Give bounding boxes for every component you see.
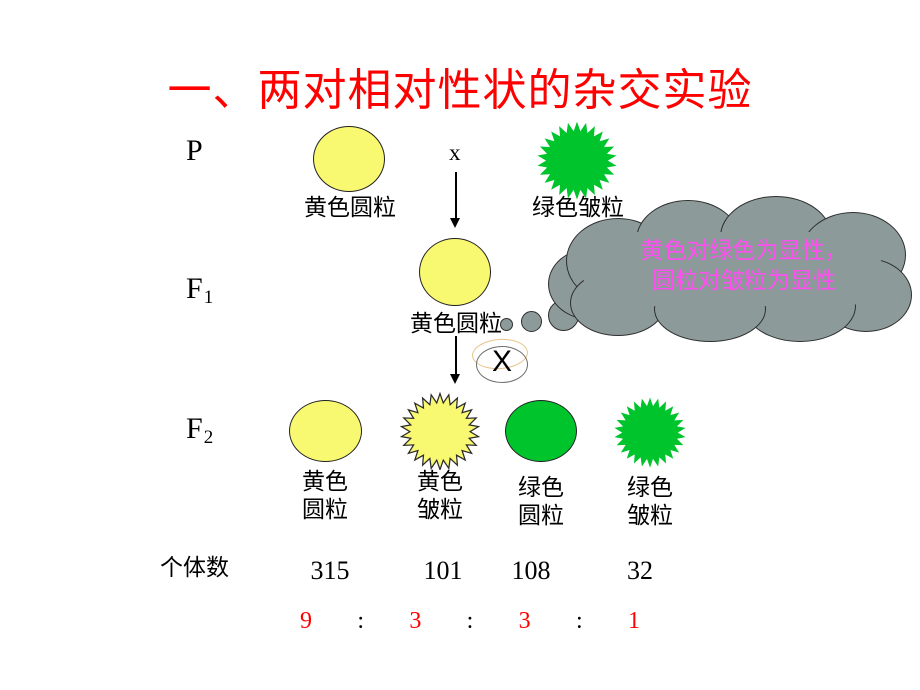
f2-caption-3-line2: 圆粒 <box>518 503 564 528</box>
ratio-separator-3: : <box>575 608 583 634</box>
generation-label-f2-subscript: 2 <box>203 427 214 448</box>
generation-label-f2: F2 <box>186 412 214 450</box>
f2-caption-2: 黄色 皱粒 <box>380 468 500 524</box>
generation-label-f1: F1 <box>186 272 214 310</box>
f2-shape-yellow-round <box>289 400 362 462</box>
f1-caption: 黄色圆粒 <box>410 311 502 336</box>
generation-label-f1-letter: F <box>186 272 203 305</box>
ratio-separator-2: : <box>466 608 474 634</box>
generation-label-f1-subscript: 1 <box>203 287 214 308</box>
f2-shape-green-round <box>505 400 577 462</box>
f2-caption-3: 绿色 圆粒 <box>481 474 601 530</box>
cross-symbol-p: x <box>449 140 461 165</box>
f1-yellow-round-shape <box>419 238 491 306</box>
f2-caption-3-line1: 绿色 <box>518 475 564 500</box>
p-parent-green-wrinkled-shape <box>536 120 618 200</box>
ratio-value-2: 3 <box>409 608 422 634</box>
generation-label-p: P <box>186 134 203 167</box>
individual-count-label: 个体数 <box>160 555 229 580</box>
f2-caption-1-line1: 黄色 <box>302 469 348 494</box>
self-cross-x-letter: X <box>491 345 512 378</box>
page-title: 一、两对相对性状的杂交实验 <box>167 66 753 115</box>
generation-label-f2-letter: F <box>186 412 203 445</box>
count-value-1: 315 <box>310 556 350 585</box>
self-cross-symbol: X <box>470 337 536 385</box>
ratio-value-4: 1 <box>627 608 640 634</box>
ratio-separator-1: : <box>357 608 364 634</box>
thought-bubble: 黄色对绿色为显性， 圆粒对皱粒为显性 <box>548 196 912 342</box>
ratio-value-3: 3 <box>518 608 531 634</box>
f2-shape-yellow-wrinkled <box>399 391 481 472</box>
arrow-f1-to-f2-head <box>450 374 460 384</box>
count-value-2: 101 <box>423 556 463 585</box>
ratio-row: 9 : 3 : 3 : 1 <box>300 608 640 635</box>
f2-caption-2-line1: 黄色 <box>417 469 463 494</box>
self-cross-oval-gray <box>476 346 528 383</box>
f2-caption-1-line2: 圆粒 <box>302 497 348 522</box>
p-parent-right-caption: 绿色皱粒 <box>532 195 624 220</box>
f2-caption-4-line2: 皱粒 <box>627 503 673 528</box>
f2-caption-2-line2: 皱粒 <box>417 497 463 522</box>
f2-shape-green-wrinkled <box>612 396 688 468</box>
arrow-p-to-f1-head <box>450 218 460 228</box>
arrow-p-to-f1-line <box>455 172 457 222</box>
ratio-value-1: 9 <box>300 608 312 634</box>
thought-bubble-text: 黄色对绿色为显性， 圆粒对皱粒为显性 <box>594 236 894 296</box>
thought-bubble-line-2: 圆粒对皱粒为显性 <box>652 268 836 293</box>
p-parent-yellow-round-shape <box>313 126 385 192</box>
arrow-f1-to-f2-line <box>455 336 457 378</box>
thought-bubble-line-1: 黄色对绿色为显性， <box>640 238 848 263</box>
f2-caption-4-line1: 绿色 <box>627 475 673 500</box>
count-value-4: 32 <box>627 556 653 585</box>
thought-bubble-dot-small <box>500 318 513 331</box>
f2-caption-1: 黄色 圆粒 <box>265 468 385 524</box>
bubble-inner-fill <box>582 232 882 306</box>
count-value-3: 108 <box>511 556 551 585</box>
f2-caption-4: 绿色 皱粒 <box>590 474 710 530</box>
p-parent-left-caption: 黄色圆粒 <box>304 195 396 220</box>
thought-bubble-dot-medium <box>521 311 542 332</box>
